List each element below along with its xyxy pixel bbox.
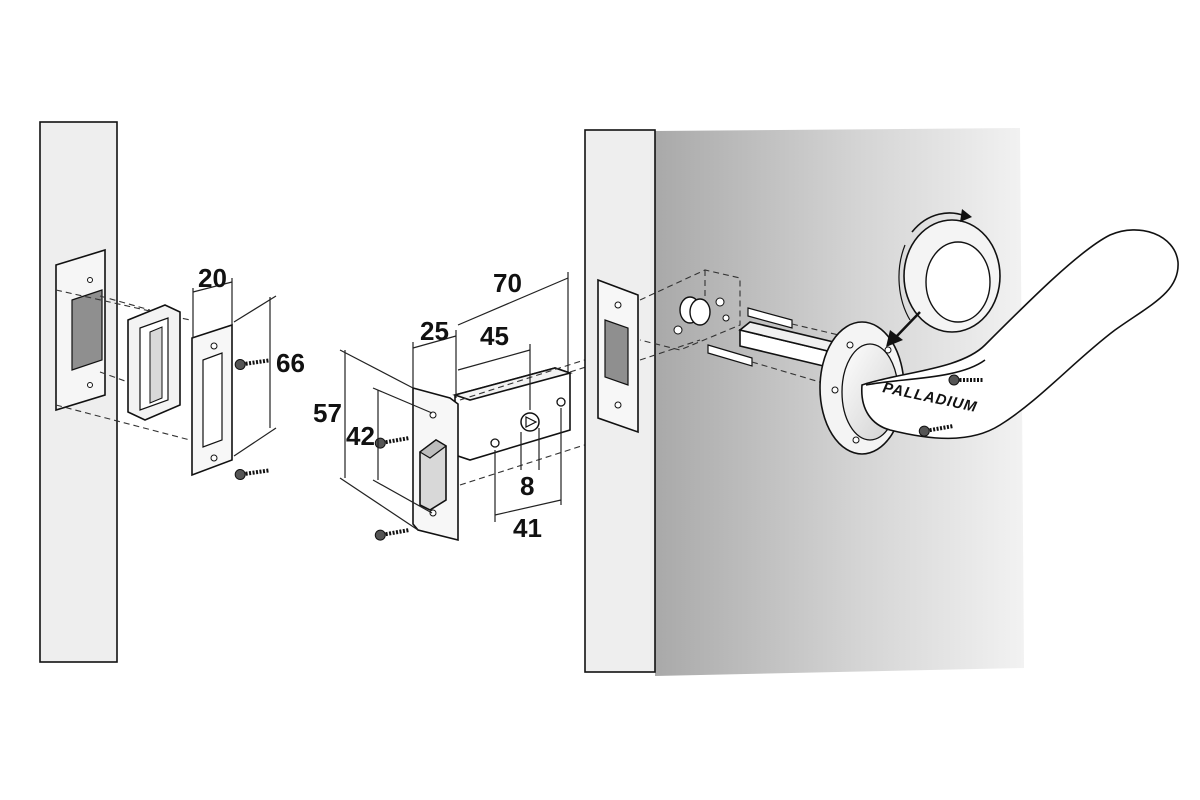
latch-body: [452, 367, 573, 461]
fixing-rod-bottom: [707, 344, 753, 367]
dim-label-66: 66: [276, 348, 305, 378]
lever-handle: PALLADIUM: [861, 229, 1179, 440]
latch-screw-bottom: [372, 522, 413, 543]
dim-spindle-size: 8: [520, 428, 540, 501]
strike-plate: [191, 323, 233, 477]
bore-holes: [673, 296, 730, 335]
strike-screw-bottom: [232, 463, 273, 483]
dim-label-41: 41: [513, 513, 542, 543]
dim-strike-width: 20: [192, 263, 233, 338]
rotation-arrow-icon: [898, 209, 972, 321]
dim-backset: 45: [457, 321, 531, 410]
latch-bolt: [418, 439, 448, 511]
dim-label-25: 25: [420, 316, 449, 346]
door-edge-latch-plate: [597, 278, 639, 434]
dim-screw-spacing: 42: [346, 387, 433, 514]
dim-rear-hole-spacing: 41: [494, 408, 562, 543]
handle-projection-lines: [751, 323, 861, 386]
dim-faceplate-height: 57: [313, 349, 419, 531]
opposite-rose: [903, 219, 1001, 333]
push-direction-arrow-icon: [886, 311, 921, 347]
frame-mortise-cutout: [55, 248, 106, 412]
dim-faceplate-width: 25: [412, 316, 457, 398]
dim-label-70: 70: [493, 268, 522, 298]
dim-label-20: 20: [198, 263, 227, 293]
dim-label-8: 8: [520, 471, 534, 501]
dim-latch-length: 70: [457, 268, 569, 372]
dim-label-42: 42: [346, 421, 375, 451]
latch-screw-top: [372, 430, 413, 451]
strike-box: [127, 304, 181, 421]
dim-strike-height: 66: [233, 295, 305, 457]
dim-label-45: 45: [480, 321, 509, 351]
dim-label-57: 57: [313, 398, 342, 428]
fixing-rod-top: [747, 307, 793, 329]
strike-screw-top: [232, 353, 273, 373]
